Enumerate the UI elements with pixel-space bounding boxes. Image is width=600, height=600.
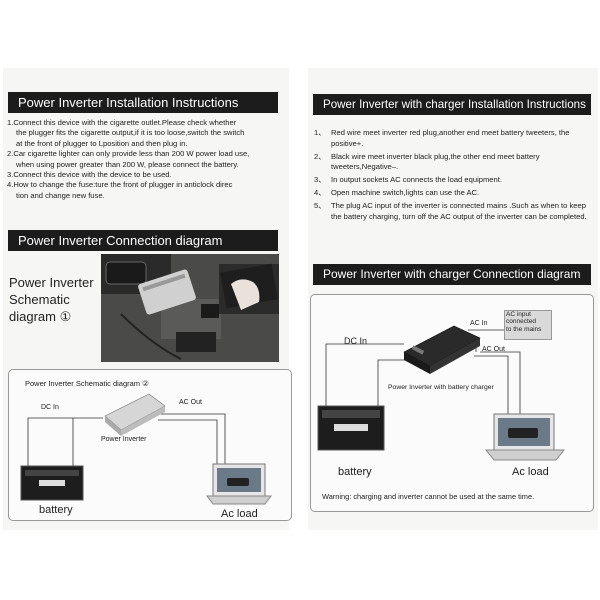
schematic-label-line: Schematic bbox=[9, 292, 70, 307]
step-item: 2、 Black wire meet inverter black plug,th… bbox=[314, 152, 594, 174]
ac-input-note: AC input connected to the mains bbox=[506, 311, 541, 333]
battery-drawing bbox=[20, 465, 84, 501]
step-number: 5、 bbox=[314, 200, 326, 210]
step-text: Open machine switch,lights can use the A… bbox=[331, 187, 480, 197]
car-interior-illustration bbox=[101, 254, 279, 362]
instruction-line: tion and change new fuse. bbox=[16, 190, 105, 200]
schematic-1-label: Power Inverter Schematic diagram ① bbox=[9, 274, 94, 325]
installation-text: 1.Connect this device with the cigarette… bbox=[7, 118, 289, 201]
laptop-drawing bbox=[484, 413, 566, 461]
ac-input-note-box bbox=[504, 310, 552, 340]
power-inverter-label: Power Inverter bbox=[101, 436, 147, 443]
step-number: 1、 bbox=[314, 128, 326, 137]
schematic-2-wires bbox=[20, 393, 272, 505]
step-item: 5、 The plug AC input of the inverter is c… bbox=[314, 201, 594, 223]
laptop-drawing bbox=[206, 463, 272, 505]
step-item: 1、 Red wire meet inverter red plug,anothe… bbox=[314, 128, 594, 150]
step-text: The plug AC input of the inverter is con… bbox=[331, 200, 587, 221]
battery-drawing bbox=[317, 405, 385, 451]
installation-title-bar: Power Inverter Installation Instructions bbox=[8, 92, 278, 113]
dc-in-label: DC In bbox=[41, 404, 59, 411]
connection-title: Power Inverter Connection diagram bbox=[18, 233, 223, 248]
ac-out-label: AC Out bbox=[179, 399, 202, 406]
charger-installation-title-bar: Power Inverter with charger Installation… bbox=[313, 94, 591, 115]
battery-label: battery bbox=[39, 504, 73, 516]
step-number: 2、 bbox=[314, 151, 326, 161]
step-number: 3、 bbox=[314, 175, 326, 185]
warning-text: Warning: charging and inverter cannot be… bbox=[322, 492, 535, 501]
instruction-line: 1.Connect this device with the cigarette… bbox=[7, 118, 237, 127]
schematic-label-line: Power Inverter bbox=[9, 275, 94, 290]
charger-diagram-wires bbox=[317, 325, 566, 461]
inverter-charger-label: Power Inverter with battery charger bbox=[388, 384, 494, 391]
ac-in-label: AC In bbox=[470, 320, 488, 327]
right-page: Power Inverter with charger Installation… bbox=[308, 68, 598, 530]
ac-out-label: AC Out bbox=[482, 346, 505, 353]
step-item: 3、 In output sockets AC connects the load… bbox=[314, 175, 594, 186]
instruction-line: 2.Car cigarette lighter can only provide… bbox=[7, 149, 250, 159]
charger-installation-title: Power Inverter with charger Installation… bbox=[323, 98, 586, 111]
instruction-line: 3.Connect this device with the device to… bbox=[7, 170, 172, 180]
charger-connection-title: Power Inverter with charger Connection d… bbox=[323, 267, 581, 281]
ac-load-label: Ac load bbox=[221, 508, 258, 520]
step-number: 4、 bbox=[314, 187, 326, 197]
step-text: Black wire meet inverter black plug,the … bbox=[331, 151, 540, 172]
diagram-2-title: Power Inverter Schematic diagram ② bbox=[25, 379, 149, 388]
instruction-line: 4.How to change the fuse:ture the front … bbox=[7, 180, 233, 190]
step-item: 4、 Open machine switch,lights can use the… bbox=[314, 188, 594, 199]
dc-in-label: DC In bbox=[344, 336, 368, 346]
ac-load-label: Ac load bbox=[512, 466, 549, 478]
connection-title-bar: Power Inverter Connection diagram bbox=[8, 230, 278, 251]
step-text: Red wire meet inverter red plug,another … bbox=[331, 128, 570, 148]
charger-steps-list: 1、 Red wire meet inverter red plug,anothe… bbox=[314, 128, 594, 224]
instruction-line: the plugger fits the cigarette output,if… bbox=[16, 128, 245, 138]
car-interior-photo bbox=[101, 254, 279, 362]
note-line: AC input bbox=[506, 311, 531, 318]
instruction-line: when using power greater than 200 W, ple… bbox=[16, 159, 239, 169]
silver-inverter bbox=[104, 393, 166, 436]
instruction-line: at the front of plugger to Lposition and… bbox=[16, 138, 188, 148]
note-line: connected bbox=[506, 318, 536, 326]
charger-connection-title-bar: Power Inverter with charger Connection d… bbox=[313, 264, 591, 285]
note-line: to the mains bbox=[506, 325, 542, 333]
charger-inverter bbox=[403, 325, 481, 374]
installation-title: Power Inverter Installation Instructions bbox=[18, 95, 239, 110]
step-text: In output sockets AC connects the load e… bbox=[331, 175, 502, 185]
left-page: Power Inverter Installation Instructions… bbox=[3, 68, 292, 530]
battery-label: battery bbox=[338, 466, 372, 478]
schematic-label-line: diagram ① bbox=[9, 309, 72, 324]
